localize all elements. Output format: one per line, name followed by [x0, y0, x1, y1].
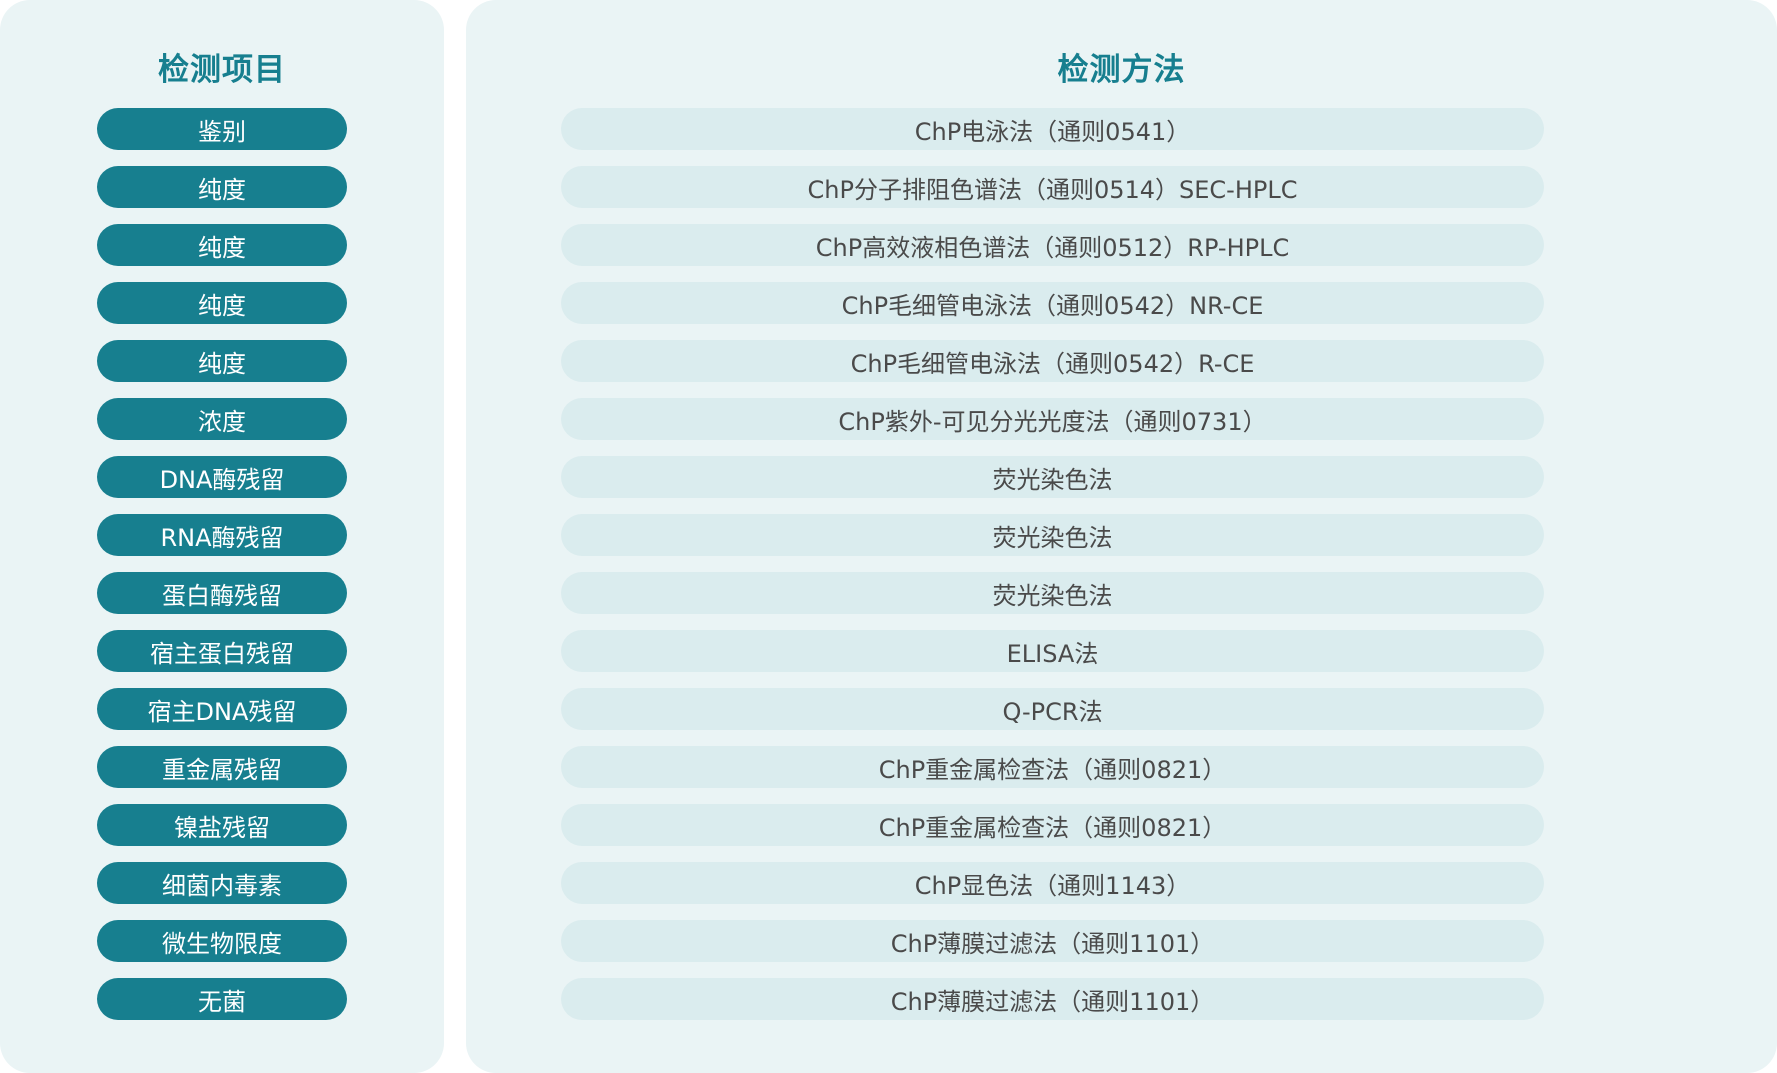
- test-item: 镍盐残留: [97, 804, 347, 846]
- test-item: 宿主蛋白残留: [97, 630, 347, 672]
- test-item: 重金属残留: [97, 746, 347, 788]
- test-item: 无菌: [97, 978, 347, 1020]
- test-item: 纯度: [97, 166, 347, 208]
- test-methods-list: ChP电泳法（通则0541） ChP分子排阻色谱法（通则0514）SEC-HPL…: [561, 108, 1544, 1036]
- test-item: 纯度: [97, 224, 347, 266]
- test-method: 荧光染色法: [561, 456, 1544, 498]
- test-items-list: 鉴别 纯度 纯度 纯度 纯度 浓度 DNA酶残留 RNA酶残留 蛋白酶残留 宿主…: [97, 108, 347, 1036]
- test-method: ChP重金属检查法（通则0821）: [561, 804, 1544, 846]
- test-items-title: 检测项目: [158, 52, 286, 88]
- test-item: 细菌内毒素: [97, 862, 347, 904]
- test-item: 纯度: [97, 282, 347, 324]
- test-item: 纯度: [97, 340, 347, 382]
- test-method: ChP高效液相色谱法（通则0512）RP-HPLC: [561, 224, 1544, 266]
- test-method: ChP重金属检查法（通则0821）: [561, 746, 1544, 788]
- test-item: DNA酶残留: [97, 456, 347, 498]
- test-method: ChP毛细管电泳法（通则0542）NR-CE: [561, 282, 1544, 324]
- test-item: RNA酶残留: [97, 514, 347, 556]
- test-method: 荧光染色法: [561, 514, 1544, 556]
- test-method: ChP分子排阻色谱法（通则0514）SEC-HPLC: [561, 166, 1544, 208]
- test-item: 宿主DNA残留: [97, 688, 347, 730]
- test-method: Q-PCR法: [561, 688, 1544, 730]
- test-item: 鉴别: [97, 108, 347, 150]
- test-item: 浓度: [97, 398, 347, 440]
- test-methods-title: 检测方法: [1057, 52, 1186, 88]
- test-method: ChP显色法（通则1143）: [561, 862, 1544, 904]
- test-item: 微生物限度: [97, 920, 347, 962]
- test-method: ChP薄膜过滤法（通则1101）: [561, 920, 1544, 962]
- test-items-panel: 检测项目 鉴别 纯度 纯度 纯度 纯度 浓度 DNA酶残留 RNA酶残留 蛋白酶…: [0, 0, 444, 1073]
- test-method: ChP薄膜过滤法（通则1101）: [561, 978, 1544, 1020]
- test-method: ChP紫外-可见分光光度法（通则0731）: [561, 398, 1544, 440]
- test-methods-panel: 检测方法 ChP电泳法（通则0541） ChP分子排阻色谱法（通则0514）SE…: [466, 0, 1777, 1073]
- test-method: 荧光染色法: [561, 572, 1544, 614]
- test-item: 蛋白酶残留: [97, 572, 347, 614]
- test-method: ChP毛细管电泳法（通则0542）R-CE: [561, 340, 1544, 382]
- test-method: ChP电泳法（通则0541）: [561, 108, 1544, 150]
- test-method: ELISA法: [561, 630, 1544, 672]
